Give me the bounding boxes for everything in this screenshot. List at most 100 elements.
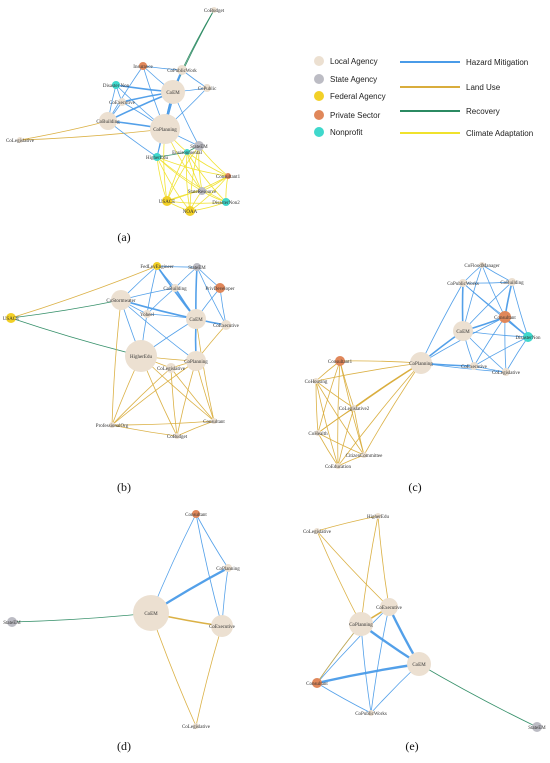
node-cobudget bbox=[174, 433, 180, 439]
node-coeducation bbox=[335, 463, 341, 469]
node-cobuilding bbox=[171, 284, 179, 292]
node-label-copublic: CoPublic bbox=[198, 87, 217, 92]
panel-label-c: (c) bbox=[408, 480, 421, 494]
node-label-coexecutive: CoExecutive bbox=[213, 324, 240, 329]
node-label-consultant: Consultant bbox=[306, 682, 328, 687]
node-label-coexecutive: CoExecutive bbox=[109, 101, 136, 106]
node-label-coplanning: CoPlanning bbox=[409, 362, 433, 367]
node-label-coplanning: CoPlanning bbox=[216, 567, 240, 572]
edge-hazard bbox=[462, 281, 513, 284]
legend-swatch-federal-agency bbox=[314, 91, 324, 101]
node-copublicwork bbox=[177, 65, 187, 75]
legend-label-federal-agency: Federal Agency bbox=[330, 92, 386, 101]
edges-d bbox=[11, 513, 229, 727]
node-label-coexecutive: CoExecutive bbox=[461, 365, 488, 370]
legend-label-recovery: Recovery bbox=[466, 107, 500, 116]
node-coplanning bbox=[224, 564, 232, 572]
node-copublicworks bbox=[459, 279, 467, 287]
edge-hazard bbox=[316, 606, 390, 684]
node-cohousing bbox=[313, 378, 319, 384]
edge-landuse bbox=[339, 360, 355, 409]
edge-landuse bbox=[10, 265, 158, 319]
node-stateem bbox=[194, 141, 204, 151]
edge-landuse bbox=[111, 299, 122, 426]
edge-hazard bbox=[195, 513, 229, 569]
edge-hazard bbox=[370, 606, 390, 714]
node-coplanning bbox=[186, 351, 206, 371]
node-label-higheredu: HigherEdu bbox=[367, 515, 389, 520]
edge-landuse bbox=[316, 530, 362, 625]
node-label-privdeveloper: PrivDeveloper bbox=[205, 287, 234, 292]
node-higheredu bbox=[375, 513, 381, 519]
node-label-consultant: Consultant bbox=[185, 513, 207, 518]
node-costormwater bbox=[111, 290, 131, 310]
node-label-colegislative: CoLegislative bbox=[6, 139, 35, 144]
edge-landuse bbox=[170, 367, 215, 422]
node-label-coem: CoEM bbox=[166, 91, 180, 96]
node-label-colegislative: CoLegislative bbox=[303, 530, 332, 535]
node-stateresource bbox=[198, 187, 206, 195]
node-cobuilding bbox=[508, 278, 516, 286]
node-colegislative bbox=[193, 723, 199, 729]
node-label-copublicwork: CoPublicWork bbox=[167, 69, 197, 74]
node-colegislative bbox=[17, 137, 23, 143]
edge-landuse bbox=[195, 318, 215, 422]
panel-label-b: (b) bbox=[117, 480, 131, 494]
edge-landuse bbox=[363, 362, 422, 456]
edge-hazard bbox=[473, 336, 529, 367]
node-label-noaa: NOAA bbox=[183, 210, 198, 215]
node-higheredu bbox=[153, 153, 161, 161]
node-copublicworks bbox=[368, 710, 374, 716]
node-coem bbox=[161, 80, 185, 104]
network-panel-d: ConsultantCoPlanningStateEMCoEMCoExecuti… bbox=[3, 510, 240, 753]
node-coexecutive bbox=[470, 362, 478, 370]
node-usace bbox=[162, 196, 172, 206]
edge-recovery bbox=[181, 9, 215, 71]
node-colegislative bbox=[314, 528, 320, 534]
edge-landuse bbox=[337, 360, 341, 467]
edge-landuse bbox=[316, 530, 390, 608]
node-coem bbox=[453, 321, 473, 341]
node-label-costormwater: CoStormwater bbox=[106, 299, 135, 304]
node-professionalorg bbox=[109, 422, 115, 428]
legend-label-nonprofit: Nonprofit bbox=[330, 128, 363, 137]
edge-landuse bbox=[111, 420, 215, 426]
node-noaa bbox=[185, 206, 195, 216]
node-stateem bbox=[7, 617, 17, 627]
node-consultant bbox=[211, 418, 217, 424]
edge-landuse bbox=[317, 407, 355, 434]
edge-landuse bbox=[111, 360, 197, 426]
node-label-coexecutive: CoExecutive bbox=[376, 606, 403, 611]
node-colegislative2 bbox=[351, 405, 357, 411]
node-label-cobuilding: CoBuilding bbox=[500, 281, 524, 286]
legend-swatch-local-agency bbox=[314, 56, 324, 66]
node-label-cohealth: CoHealth bbox=[308, 432, 328, 437]
edge-recovery bbox=[418, 663, 538, 728]
node-label-coplanning: CoPlanning bbox=[184, 360, 208, 365]
edge-landuse bbox=[315, 380, 355, 409]
node-coem bbox=[133, 595, 169, 631]
node-label-stateem: StateEM bbox=[188, 266, 206, 271]
edge-landuse bbox=[176, 420, 215, 437]
node-yoheel bbox=[143, 310, 151, 318]
nodes-e: HigherEduCoLegislativeCoExecutiveCoPlann… bbox=[303, 513, 546, 732]
node-label-citizencommittee: CitizenCommittee bbox=[346, 454, 383, 459]
edge-hazard bbox=[360, 623, 372, 714]
edge-landuse bbox=[111, 424, 178, 437]
edge-landuse bbox=[315, 380, 365, 456]
node-colegislative bbox=[502, 368, 510, 376]
node-label-colegislative: CoLegislative bbox=[157, 367, 186, 372]
edge-landuse bbox=[317, 360, 341, 434]
edge-recovery bbox=[11, 612, 152, 623]
node-label-consultant: Consultant bbox=[494, 316, 516, 321]
node-consultant1 bbox=[335, 356, 345, 366]
legend-swatch-private-sector bbox=[314, 110, 324, 120]
node-label-insurance: Insurance bbox=[133, 65, 153, 70]
edge-landuse bbox=[315, 362, 422, 382]
node-coem bbox=[186, 309, 206, 329]
node-coexecutive bbox=[211, 615, 233, 637]
node-label-coplanning: CoPlanning bbox=[153, 128, 177, 133]
